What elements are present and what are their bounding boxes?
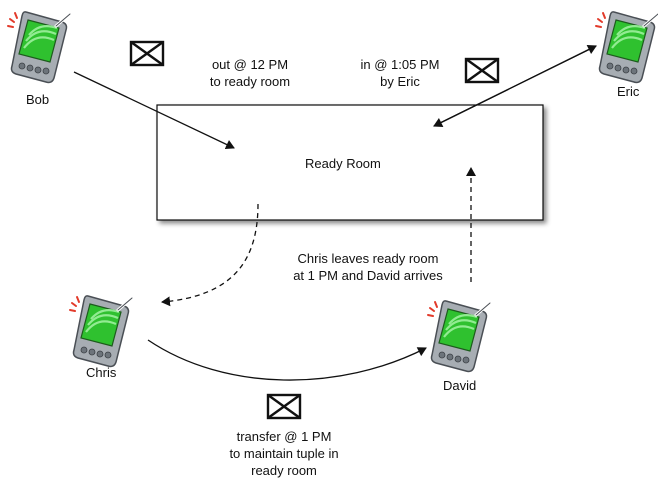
eric-in-line-2: by Eric (380, 74, 420, 89)
transfer-line-2: to maintain tuple in (229, 446, 339, 461)
bob-to-room-arrow (73, 71, 235, 150)
david-pda-icon (426, 299, 492, 373)
eric-label: Eric (617, 84, 640, 99)
bob-out-line-1: out @ 12 PM (211, 57, 289, 72)
eric-in-note: in @ 1:05 PM by Eric (340, 56, 460, 90)
handoff-line-2: at 1 PM and David arrives (293, 268, 443, 283)
eric-room-double-arrow (433, 45, 597, 127)
transfer-line-3: ready room (251, 463, 317, 478)
handoff-note: Chris leaves ready room at 1 PM and Davi… (268, 250, 468, 284)
transfer-line-1: transfer @ 1 PM (236, 429, 332, 444)
ready-room-box (156, 104, 544, 221)
chris-label: Chris (86, 365, 117, 380)
transfer-message-envelope-icon (266, 393, 302, 420)
eric-in-line-1: in @ 1:05 PM (360, 57, 440, 72)
chris-to-david-arrow (147, 339, 427, 381)
bob-out-note: out @ 12 PM to ready room (190, 56, 310, 90)
bob-message-envelope-icon (129, 40, 165, 67)
chris-pda-icon (68, 294, 134, 368)
ready-room-label: Ready Room (305, 156, 381, 171)
transfer-note: transfer @ 1 PM to maintain tuple in rea… (214, 428, 354, 479)
eric-message-envelope-icon (464, 57, 500, 84)
handoff-line-1: Chris leaves ready room (297, 251, 439, 266)
bob-pda-icon (6, 10, 72, 84)
bob-label: Bob (26, 92, 50, 107)
bob-out-line-2: to ready room (209, 74, 291, 89)
david-label: David (443, 378, 477, 393)
room-to-chris-dashed-arrow (161, 203, 259, 307)
eric-pda-icon (594, 10, 658, 84)
